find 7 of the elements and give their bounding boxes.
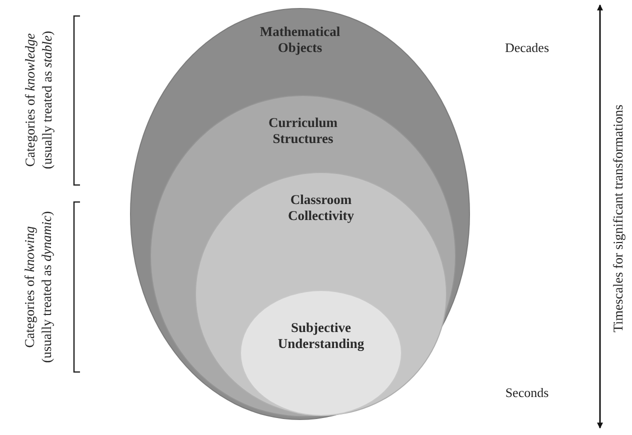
- layer-label: Subjective Understanding: [276, 320, 366, 352]
- layer-label: Curriculum Structures: [268, 115, 338, 147]
- axis-label: Timescales for significant transformations: [610, 103, 626, 334]
- scale-label: Decades: [504, 40, 550, 54]
- scale-label: Seconds: [504, 384, 550, 400]
- layer-label: Classroom Collectivity: [287, 192, 355, 224]
- layer-label: Mathematical Objects: [258, 24, 342, 56]
